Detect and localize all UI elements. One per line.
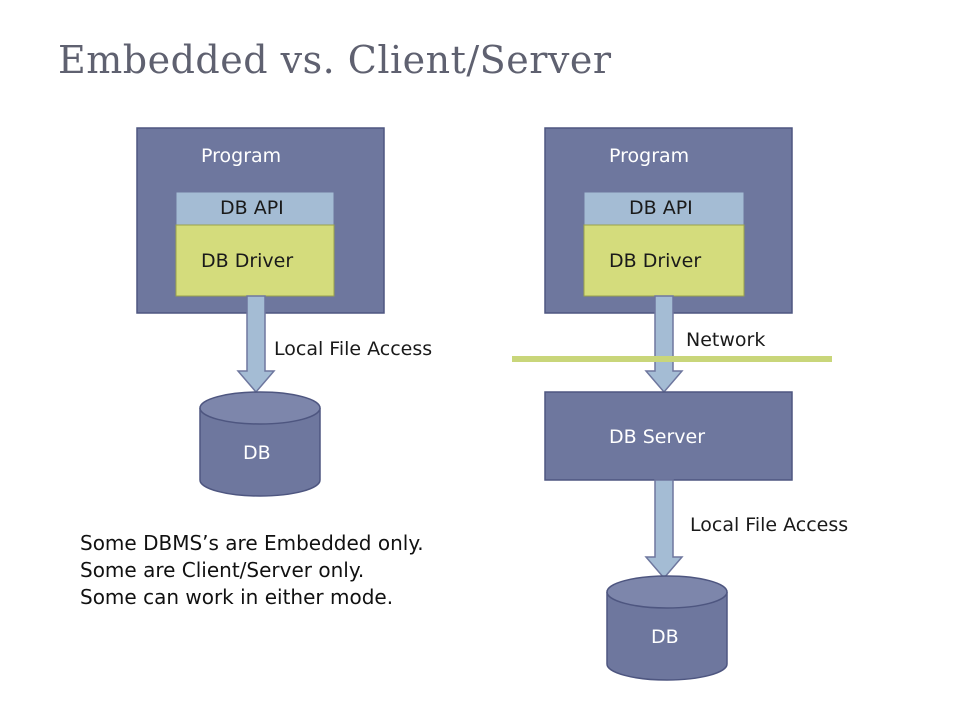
embedded-access-arrow — [236, 295, 276, 394]
cs-api-label: DB API — [629, 197, 693, 219]
network-label: Network — [686, 329, 766, 351]
network-line — [512, 356, 832, 362]
cs-db-label: DB — [651, 626, 679, 648]
embedded-driver-box — [175, 224, 335, 297]
notes-block: Some DBMS’s are Embedded only. Some are … — [80, 530, 424, 611]
embedded-driver-label: DB Driver — [201, 250, 294, 272]
cs-api-box — [583, 191, 745, 226]
cs-driver-label: DB Driver — [609, 250, 702, 272]
cs-access-arrow — [644, 479, 684, 580]
cs-db-cylinder — [606, 575, 728, 681]
cs-network-arrow — [644, 295, 684, 394]
cs-access-label: Local File Access — [690, 514, 849, 536]
cs-server-label: DB Server — [609, 426, 706, 448]
cs-program-label: Program — [609, 145, 690, 167]
slide-title: Embedded vs. Client/Server — [58, 38, 612, 82]
embedded-db-cylinder — [199, 391, 321, 497]
embedded-api-box — [175, 191, 335, 226]
cs-server-box — [544, 391, 793, 481]
embedded-api-label: DB API — [220, 197, 284, 219]
note-line: Some are Client/Server only. — [80, 558, 365, 582]
embedded-program-label: Program — [201, 145, 282, 167]
embedded-db-label: DB — [243, 442, 271, 464]
note-line: Some can work in either mode. — [80, 585, 394, 609]
cs-driver-box — [583, 224, 745, 297]
note-line: Some DBMS’s are Embedded only. — [80, 531, 424, 555]
embedded-access-label: Local File Access — [274, 338, 433, 360]
